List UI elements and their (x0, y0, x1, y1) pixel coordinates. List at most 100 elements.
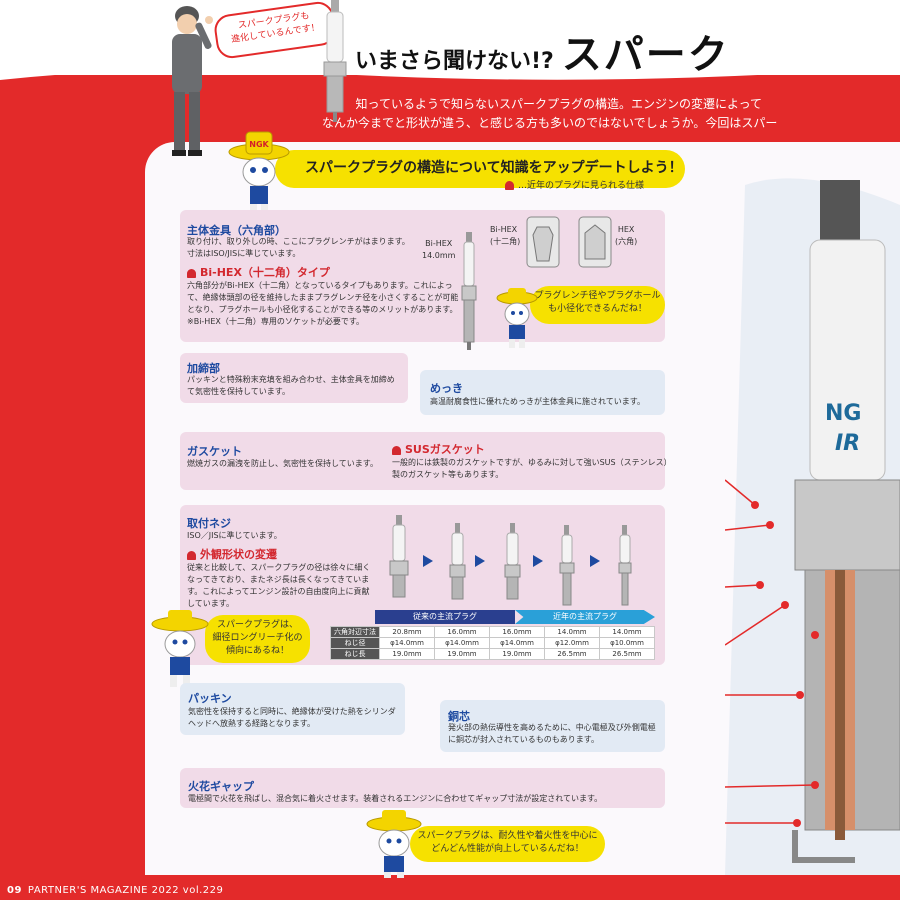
bihex-icon-label: Bi-HEX (十二角) (490, 224, 520, 248)
bihex-title: Bi-HEX（十二角）タイプ (187, 264, 330, 280)
neji-sub-title-text: 外観形状の変遷 (200, 548, 277, 561)
bihex-text-2: て、絶縁体頭部の径を維持したままプラグレンチ径を小さくすることが可能 (187, 293, 459, 302)
table-row: ねじ径 φ14.0mm φ14.0mm φ14.0mm φ12.0mm φ10.… (330, 637, 655, 649)
bihex-text-3: となり、プラグホールも小径化することができる等のメリットがあります。 (187, 305, 458, 314)
spec-cell: 19.0mm (434, 648, 490, 660)
plug-cutaway-diagram: NG IR (725, 178, 900, 875)
hex-icon-label: HEX (六角) (615, 224, 637, 248)
spec-cell: 16.0mm (489, 626, 545, 638)
neji-bubble-line3: 傾向にあるね！ (225, 646, 289, 656)
gap-text: 電極間で火花を飛ばし、混合気に着火させます。装着されるエンジンに合わせてギャップ… (188, 793, 602, 805)
bihex-label: Bi-HEX (425, 239, 453, 248)
bihex-text-4: ※Bi-HEX（十二角）専用のソケットが必要です。 (187, 317, 365, 326)
title-big: スパーク (561, 32, 730, 78)
ngk-mascot-gap (366, 810, 422, 882)
gap-text-1: 電極間で火花を飛ばし、混合気に着火させます。装着されるエンジンに合わせてギャップ… (188, 794, 603, 803)
neji-sub-text-2: なってきており、またネジ長は長くなってきていま (187, 575, 370, 584)
shutai-title: 主体金具（六角部） (187, 224, 286, 237)
sus-gasket-text-2: 製のガスケット等もあります。 (392, 470, 504, 479)
neji-sub-text: 従来と比較して、スパークプラグの径は徐々に細く なってきており、またネジ長は長く… (187, 562, 370, 610)
spec-cell: 19.0mm (489, 648, 545, 660)
neji-title: 取付ネジ (187, 517, 231, 530)
table-row: ねじ長 19.0mm 19.0mm 19.0mm 26.5mm 26.5mm (330, 648, 655, 660)
spec-header-old: 従来の主流プラグ (375, 610, 515, 624)
section-doushin (440, 700, 665, 752)
spark-plug-top-image (323, 0, 347, 122)
bihex-icon-label-1: Bi-HEX (490, 225, 518, 234)
spec-cell: φ10.0mm (599, 637, 655, 649)
bell-icon (505, 181, 514, 190)
spec-cell: φ14.0mm (379, 637, 435, 649)
plug-text-ng: NG (825, 401, 861, 426)
bihex-text: 六角部分がBi-HEX（十二角）となっているタイプもあります。これによっ て、絶… (187, 280, 458, 328)
section-kashime (180, 353, 408, 403)
gasket-text: 燃焼ガスの漏洩を防止し、気密性を保持しています。 (187, 458, 378, 470)
spec-cell: 20.8mm (379, 626, 435, 638)
packing-title: パッキン (188, 692, 232, 705)
magazine-name: PARTNER'S MAGAZINE 2022 vol.229 (27, 885, 224, 896)
title-small: いまさら聞けない!? (355, 49, 554, 74)
svg-text:NGK: NGK (249, 140, 269, 149)
kashime-text: パッキンと特殊粉末充填を組み合わせ、主体金具を加締め て気密性を保持しています。 (187, 374, 395, 398)
spec-cell: φ12.0mm (544, 637, 600, 649)
neji-sub-text-3: す。これによってエンジン設計の自由度向上に貢献 (187, 587, 370, 596)
bihex-bubble-line2: も小径化できるんだね！ (548, 304, 647, 314)
spec-cell: φ14.0mm (434, 637, 490, 649)
spec-cell: 16.0mm (434, 626, 490, 638)
kashime-text-2: て気密性を保持しています。 (187, 387, 290, 396)
section-mekki (420, 370, 665, 415)
sus-gasket-title: SUSガスケット (392, 441, 485, 457)
gap-bubble-line1: スパークプラグは、耐久性や着火性を中心に (417, 831, 598, 841)
neji-speech-bubble: スパークプラグは、 細径ロングリーチ化の 傾向にあるね！ (205, 615, 310, 663)
intro-paragraph: 知っているようで知らないスパークプラグの構造。エンジンの変遷によって なんか今ま… (322, 95, 778, 133)
sus-gasket-text: 一般的には鉄製のガスケットですが、ゆるみに対して強いSUS（ステンレス） 製のガ… (392, 457, 672, 481)
kashime-text-1: パッキンと特殊粉末充填を組み合わせ、主体金具を加締め (187, 375, 395, 384)
spec-cell: 26.5mm (544, 648, 600, 660)
sus-gasket-text-1: 一般的には鉄製のガスケットですが、ゆるみに対して強いSUS（ステンレス） (392, 458, 672, 467)
ngk-mascot-banner: NGK (228, 131, 290, 214)
packing-text-2: ヘッドへ放熱する経路となります。 (188, 719, 315, 728)
page-number: 09 (7, 885, 22, 896)
neji-sub-text-4: しています。 (187, 599, 234, 608)
banner-title: スパークプラグの構造について知識をアップデートしよう！ (305, 160, 683, 176)
sus-gasket-title-text: SUSガスケット (405, 443, 485, 456)
footer-bar (0, 878, 900, 900)
mekki-text: 高温耐腐食性に優れためっきが主体金具に施されています。 (430, 396, 645, 408)
spec-table: 六角対辺寸法 20.8mm 16.0mm 16.0mm 14.0mm 14.0m… (330, 626, 655, 660)
gap-bubble-line2: どんどん性能が向上しているんだね！ (431, 844, 584, 854)
ngk-mascot-neji (151, 610, 209, 687)
spec-cell: 14.0mm (544, 626, 600, 638)
mekki-title: めっき (430, 382, 463, 395)
bihex-icon-label-2: (十二角) (490, 237, 521, 246)
section-gap (180, 768, 665, 808)
neji-bubble-line2: 細径ロングリーチ化の (212, 633, 303, 643)
doushin-text-2: に銅芯が封入されているものもあります。 (448, 735, 599, 744)
spec-cell: 14.0mm (599, 626, 655, 638)
ngk-mascot-bihex (496, 288, 538, 348)
bell-icon (187, 268, 196, 278)
bihex-title-text: Bi-HEX（十二角）タイプ (200, 266, 330, 279)
section-packing (180, 683, 405, 735)
banner (275, 150, 685, 188)
shutai-text: 取り付け、取り外しの時、ここにプラグレンチがはまります。 寸法はISO/JISに… (187, 236, 410, 260)
gasket-title: ガスケット (187, 445, 242, 458)
kashime-title: 加締部 (187, 362, 220, 375)
bell-icon (392, 445, 401, 455)
spec-cell: 19.0mm (379, 648, 435, 660)
plug-text-ir: IR (835, 431, 860, 456)
section-gasket (180, 432, 665, 490)
page-title: いまさら聞けない!? スパーク (355, 22, 730, 80)
hex-socket-icons (526, 216, 612, 268)
spec-cell: 26.5mm (599, 648, 655, 660)
banner-legend-text: …近年のプラグに見られる仕様 (518, 181, 645, 191)
bell-icon (187, 550, 196, 560)
plug-evolution-images (389, 515, 632, 606)
intro-line-2: なんか今までと形状が違う、と感じる方も多いのではないでしょうか。今回はスパー (322, 116, 778, 130)
mekki-text-1: 高温耐腐食性に優れためっきが主体金具に施されています。 (430, 397, 645, 406)
shutai-text-2: 寸法はISO/JISに準じています。 (187, 249, 301, 258)
packing-text: 気密性を保持すると同時に、絶縁体が受けた熱をシリンダ ヘッドへ放熱する経路となり… (188, 706, 396, 730)
bihex-size: 14.0mm (422, 251, 456, 260)
bihex-plug-label: Bi-HEX 14.0mm (422, 238, 455, 262)
header-wave (0, 60, 900, 80)
gap-speech-bubble: スパークプラグは、耐久性や着火性を中心に どんどん性能が向上しているんだね！ (410, 826, 605, 862)
